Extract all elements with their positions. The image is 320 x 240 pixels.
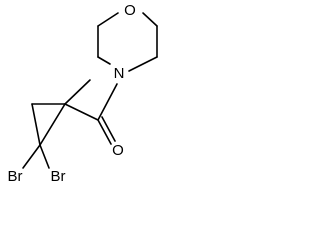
bond-cyclopropane-right: [39, 103, 66, 146]
atom-o-ring: O: [124, 2, 136, 19]
bond-c-br-left: [22, 144, 41, 169]
molecule-diagram: O N O Br Br: [8, 2, 158, 185]
atom-br-left: Br: [8, 168, 23, 185]
bond-carbonyl-quaternary: [64, 103, 99, 121]
bond-methyl: [64, 79, 91, 105]
bonds: [22, 12, 158, 169]
bond-carbonyl-o-b: [101, 116, 116, 142]
atom-o-carbonyl: O: [112, 142, 124, 159]
structure-canvas: O N O Br Br: [0, 0, 180, 189]
bond-ch2-n-right: [128, 56, 158, 72]
bond-ch2-o-upper-left: [97, 12, 119, 27]
bond-n-carbonyl: [97, 83, 118, 121]
bond-carbonyl-o-a: [97, 119, 112, 145]
bond-n-ch2-left: [97, 56, 111, 65]
atom-labels: O N O Br Br: [8, 2, 136, 185]
bond-cyclopropane-left: [31, 103, 41, 146]
atom-n-ring: N: [114, 65, 125, 82]
bond-o-ch2-upper-right: [142, 12, 158, 27]
atom-br-right: Br: [51, 168, 66, 185]
bond-c-br-right: [39, 144, 50, 169]
